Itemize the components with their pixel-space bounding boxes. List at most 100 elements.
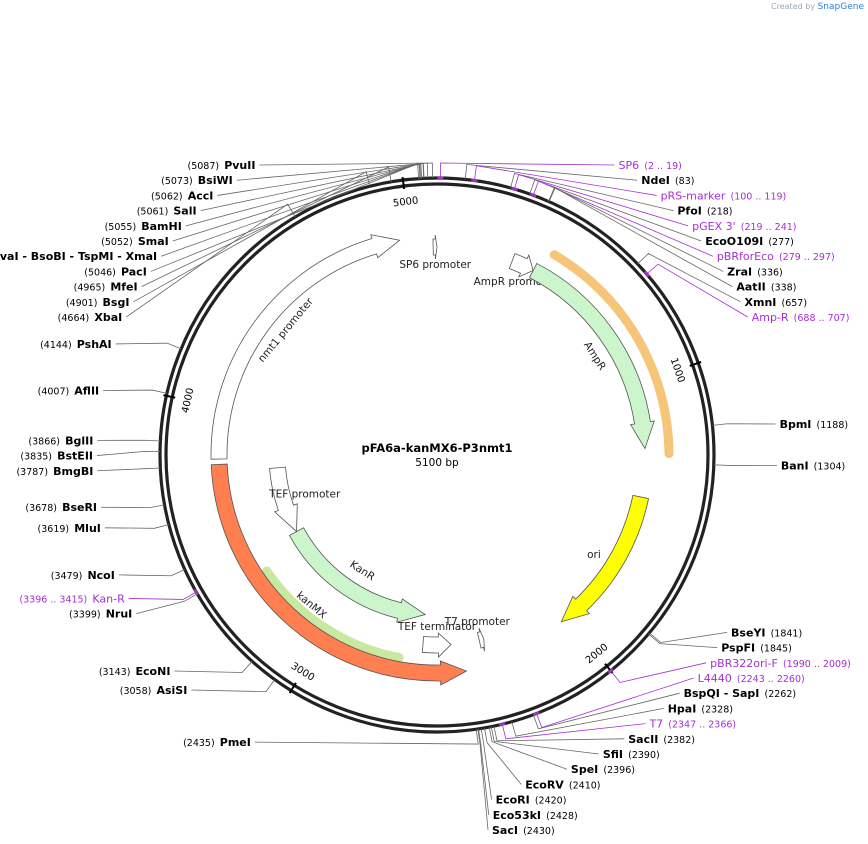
site-bseri-label[interactable]: (3678) BseRI [25, 496, 97, 515]
site-avai-bsobi-tspmi-xmai-label[interactable]: (5050) AvaI - BsoBI - TspMI - XmaI [0, 245, 157, 264]
site-eco53ki-leader [478, 728, 490, 815]
site-avai-bsobi-tspmi-xmai-leader [161, 162, 421, 257]
tick-label-1000: 1000 [668, 357, 687, 385]
site-aatii-label[interactable]: AatII (338) [736, 276, 796, 295]
feature-label-kanr: KanR [348, 559, 377, 584]
site-mlui-leader [104, 524, 169, 529]
site-asisi-label[interactable]: (3058) AsiSI [120, 679, 188, 698]
site-spei-leader [488, 726, 568, 770]
site-ncoi-label[interactable]: (3479) NcoI [51, 564, 115, 583]
site-pgex-3-label[interactable]: pGEX 3' (219 .. 241) [692, 215, 796, 234]
site-kan-r-leader [128, 591, 197, 600]
site-t7-mark [498, 722, 506, 727]
feature-tef-promoter[interactable] [269, 466, 298, 533]
site-hpai-label[interactable]: HpaI (2328) [668, 697, 733, 716]
feature-tef-terminator[interactable] [421, 632, 452, 658]
site-econi-label[interactable]: (3143) EcoNI [99, 660, 171, 679]
site-spei-label[interactable]: SpeI (2396) [571, 758, 635, 777]
feature-t7-promoter[interactable] [476, 627, 485, 652]
site-pvuii-label[interactable]: (5087) PvuII [188, 154, 256, 173]
site-aflii-leader [103, 389, 168, 394]
plasmid-size: 5100 bp [415, 457, 459, 469]
site-bseyi-label[interactable]: BseYI (1841) [731, 621, 802, 640]
site-xmni-label[interactable]: XmnI (657) [745, 291, 808, 310]
feature-ori[interactable] [560, 494, 650, 623]
feature-sp6-promoter[interactable] [432, 234, 438, 260]
site-bmgbi-leader [97, 467, 161, 472]
feature-ampr-promoter[interactable] [508, 253, 534, 278]
highlight-layer [262, 250, 674, 662]
plasmid-backbone [158, 176, 716, 734]
site-pshai-leader [115, 342, 182, 350]
site-pbr322ori-f-label[interactable]: pBR322ori-F (1990 .. 2009) [710, 652, 851, 671]
site-pspfi-label[interactable]: PspFI (1845) [721, 637, 792, 656]
site-ecoo109i-label[interactable]: EcoO109I (277) [705, 230, 794, 249]
feature-kanr[interactable] [288, 527, 427, 623]
site-mfei-leader [141, 166, 392, 287]
site-t7-label[interactable]: T7 (2347 .. 2366) [648, 713, 736, 732]
site-bsteii-leader [96, 451, 161, 456]
site-pshai-label[interactable]: (4144) PshAI [40, 333, 112, 352]
site-bpmi-label[interactable]: BpmI (1188) [780, 413, 849, 432]
site-xbai-label[interactable]: (4664) XbaI [58, 306, 123, 325]
site-pfoi-label[interactable]: PfoI (218) [677, 200, 732, 219]
site-bsiwi-leader [236, 162, 429, 181]
site-bspqi-sapi-leader [532, 692, 680, 730]
site-sp6-leader [440, 162, 615, 179]
feature-label-tef-terminator: TEF terminator [397, 621, 477, 633]
site-amp-r-leader [646, 263, 748, 318]
site-pbrforeco-mark [529, 193, 537, 198]
site-mlui-label[interactable]: (3619) MluI [38, 517, 101, 536]
site-bglii-label[interactable]: (3866) BglII [28, 429, 93, 448]
site-prs-marker-label[interactable]: pRS-marker (100 .. 119) [661, 184, 787, 203]
site-amp-r-label[interactable]: Amp-R (688 .. 707) [752, 306, 850, 325]
site-pbrforeco-label[interactable]: pBRforEco (279 .. 297) [717, 245, 835, 264]
site-ecorv-label[interactable]: EcoRV (2410) [525, 773, 600, 792]
site-ecori-label[interactable]: EcoRI (2420) [496, 789, 567, 808]
backbone-outer-ring [158, 176, 716, 734]
site-nrui-label[interactable]: (3399) NruI [69, 603, 132, 622]
site-bsgi-leader [133, 171, 371, 303]
feature-nmt1-promoter[interactable] [210, 234, 401, 460]
site-pmei-label[interactable]: (2435) PmeI [183, 731, 251, 750]
tick-label-4000: 4000 [180, 387, 196, 414]
site-paci-leader [150, 163, 419, 272]
site-prs-marker-mark [471, 178, 478, 183]
site-sp6-label[interactable]: SP6 (2 .. 19) [619, 154, 682, 173]
tick-mark-5000 [401, 176, 406, 190]
site-sacii-label[interactable]: SacII (2382) [628, 728, 695, 747]
site-l4440-mark [533, 711, 540, 716]
site-bmgbi-label[interactable]: (3787) BmgBI [16, 460, 93, 479]
site-aflii-label[interactable]: (4007) AflII [38, 380, 100, 399]
site-ecori-leader [480, 728, 492, 800]
feature-label-sp6-promoter: SP6 promoter [399, 259, 471, 271]
site-l4440-label[interactable]: L4440 (2243 .. 2260) [698, 667, 805, 686]
site-bspqi-sapi-label[interactable]: BspQI - SapI (2262) [684, 682, 796, 701]
site-sali-label[interactable]: (5061) SalI [137, 200, 197, 219]
tick-mark-4000 [163, 394, 176, 399]
site-smai-leader [172, 162, 422, 242]
site-zrai-label[interactable]: ZraI (336) [727, 260, 783, 279]
site-acci-label[interactable]: (5062) AccI [151, 184, 213, 203]
site-mfei-label[interactable]: (4965) MfeI [74, 276, 138, 295]
kan-highlight [262, 566, 404, 662]
site-sfii-label[interactable]: SfiI (2390) [603, 743, 660, 762]
site-kan-r-label[interactable]: (3396 .. 3415) Kan-R [19, 587, 125, 606]
site-bsiwi-label[interactable]: (5073) BsiWI [161, 169, 233, 188]
site-bamhi-label[interactable]: (5055) BamHI [105, 215, 182, 234]
site-smai-label[interactable]: (5052) SmaI [101, 230, 169, 249]
backbone-inner-ring [164, 182, 710, 728]
site-bsgi-label[interactable]: (4901) BsgI [66, 291, 130, 310]
site-xmni-leader [637, 253, 741, 303]
site-bani-label[interactable]: BanI (1304) [781, 454, 845, 473]
site-eco53ki-label[interactable]: Eco53kI (2428) [493, 804, 578, 823]
site-pspfi-leader [648, 633, 718, 648]
site-pmei-leader [254, 729, 479, 745]
site-paci-label[interactable]: (5046) PacI [84, 260, 147, 279]
site-ndei-label[interactable]: NdeI (83) [641, 169, 694, 188]
site-saci-label[interactable]: SacI (2430) [492, 819, 555, 838]
feature-kanmx[interactable] [210, 463, 468, 686]
feature-label-t7-promoter: T7 promoter [444, 616, 511, 628]
site-bsteii-label[interactable]: (3835) BstEII [20, 445, 93, 464]
feature-ampr[interactable] [528, 262, 655, 450]
